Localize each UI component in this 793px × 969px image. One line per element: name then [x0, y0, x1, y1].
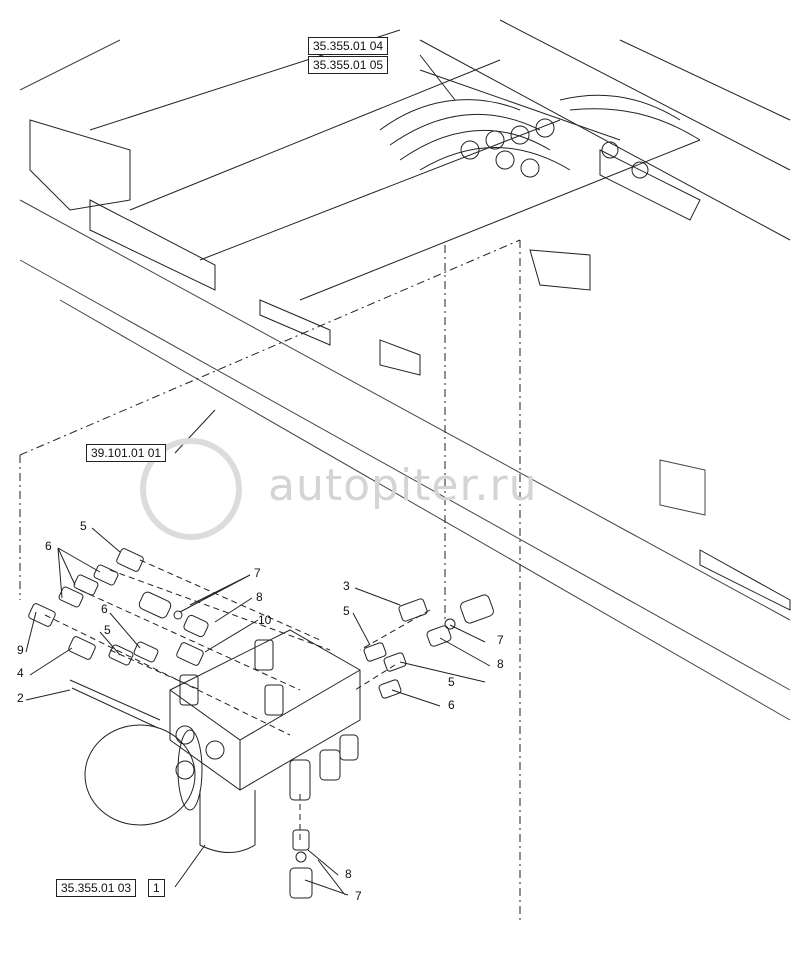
callout-8: 8 — [497, 657, 504, 671]
callout-5: 5 — [343, 604, 350, 618]
callout-7: 7 — [355, 889, 362, 903]
callout-6: 6 — [45, 539, 52, 553]
callout-3: 3 — [343, 579, 350, 593]
watermark-logo — [140, 438, 242, 540]
ref-box-35-355-01-03[interactable]: 35.355.01 03 — [56, 879, 137, 897]
callout-8: 8 — [256, 590, 263, 604]
callout-7: 7 — [497, 633, 504, 647]
callout-9: 9 — [17, 643, 24, 657]
callout-6: 6 — [448, 698, 455, 712]
callout-5: 5 — [80, 519, 87, 533]
callout-5: 5 — [104, 623, 111, 637]
callout-5: 5 — [448, 675, 455, 689]
ref-box-39-101-01-01[interactable]: 39.101.01 01 — [86, 444, 167, 462]
callout-10: 10 — [258, 613, 272, 627]
callout-4: 4 — [17, 666, 24, 680]
callout-7: 7 — [254, 566, 261, 580]
ref-box-item-number: 1 — [148, 879, 165, 897]
ref-box-35-355-01-05[interactable]: 35.355.01 05 — [308, 56, 389, 74]
callout-8: 8 — [345, 867, 352, 881]
callout-6: 6 — [101, 602, 108, 616]
ref-box-35-355-01-04[interactable]: 35.355.01 04 — [308, 37, 389, 55]
watermark-text: autopiter.ru — [268, 460, 538, 511]
callout-2: 2 — [17, 691, 24, 705]
